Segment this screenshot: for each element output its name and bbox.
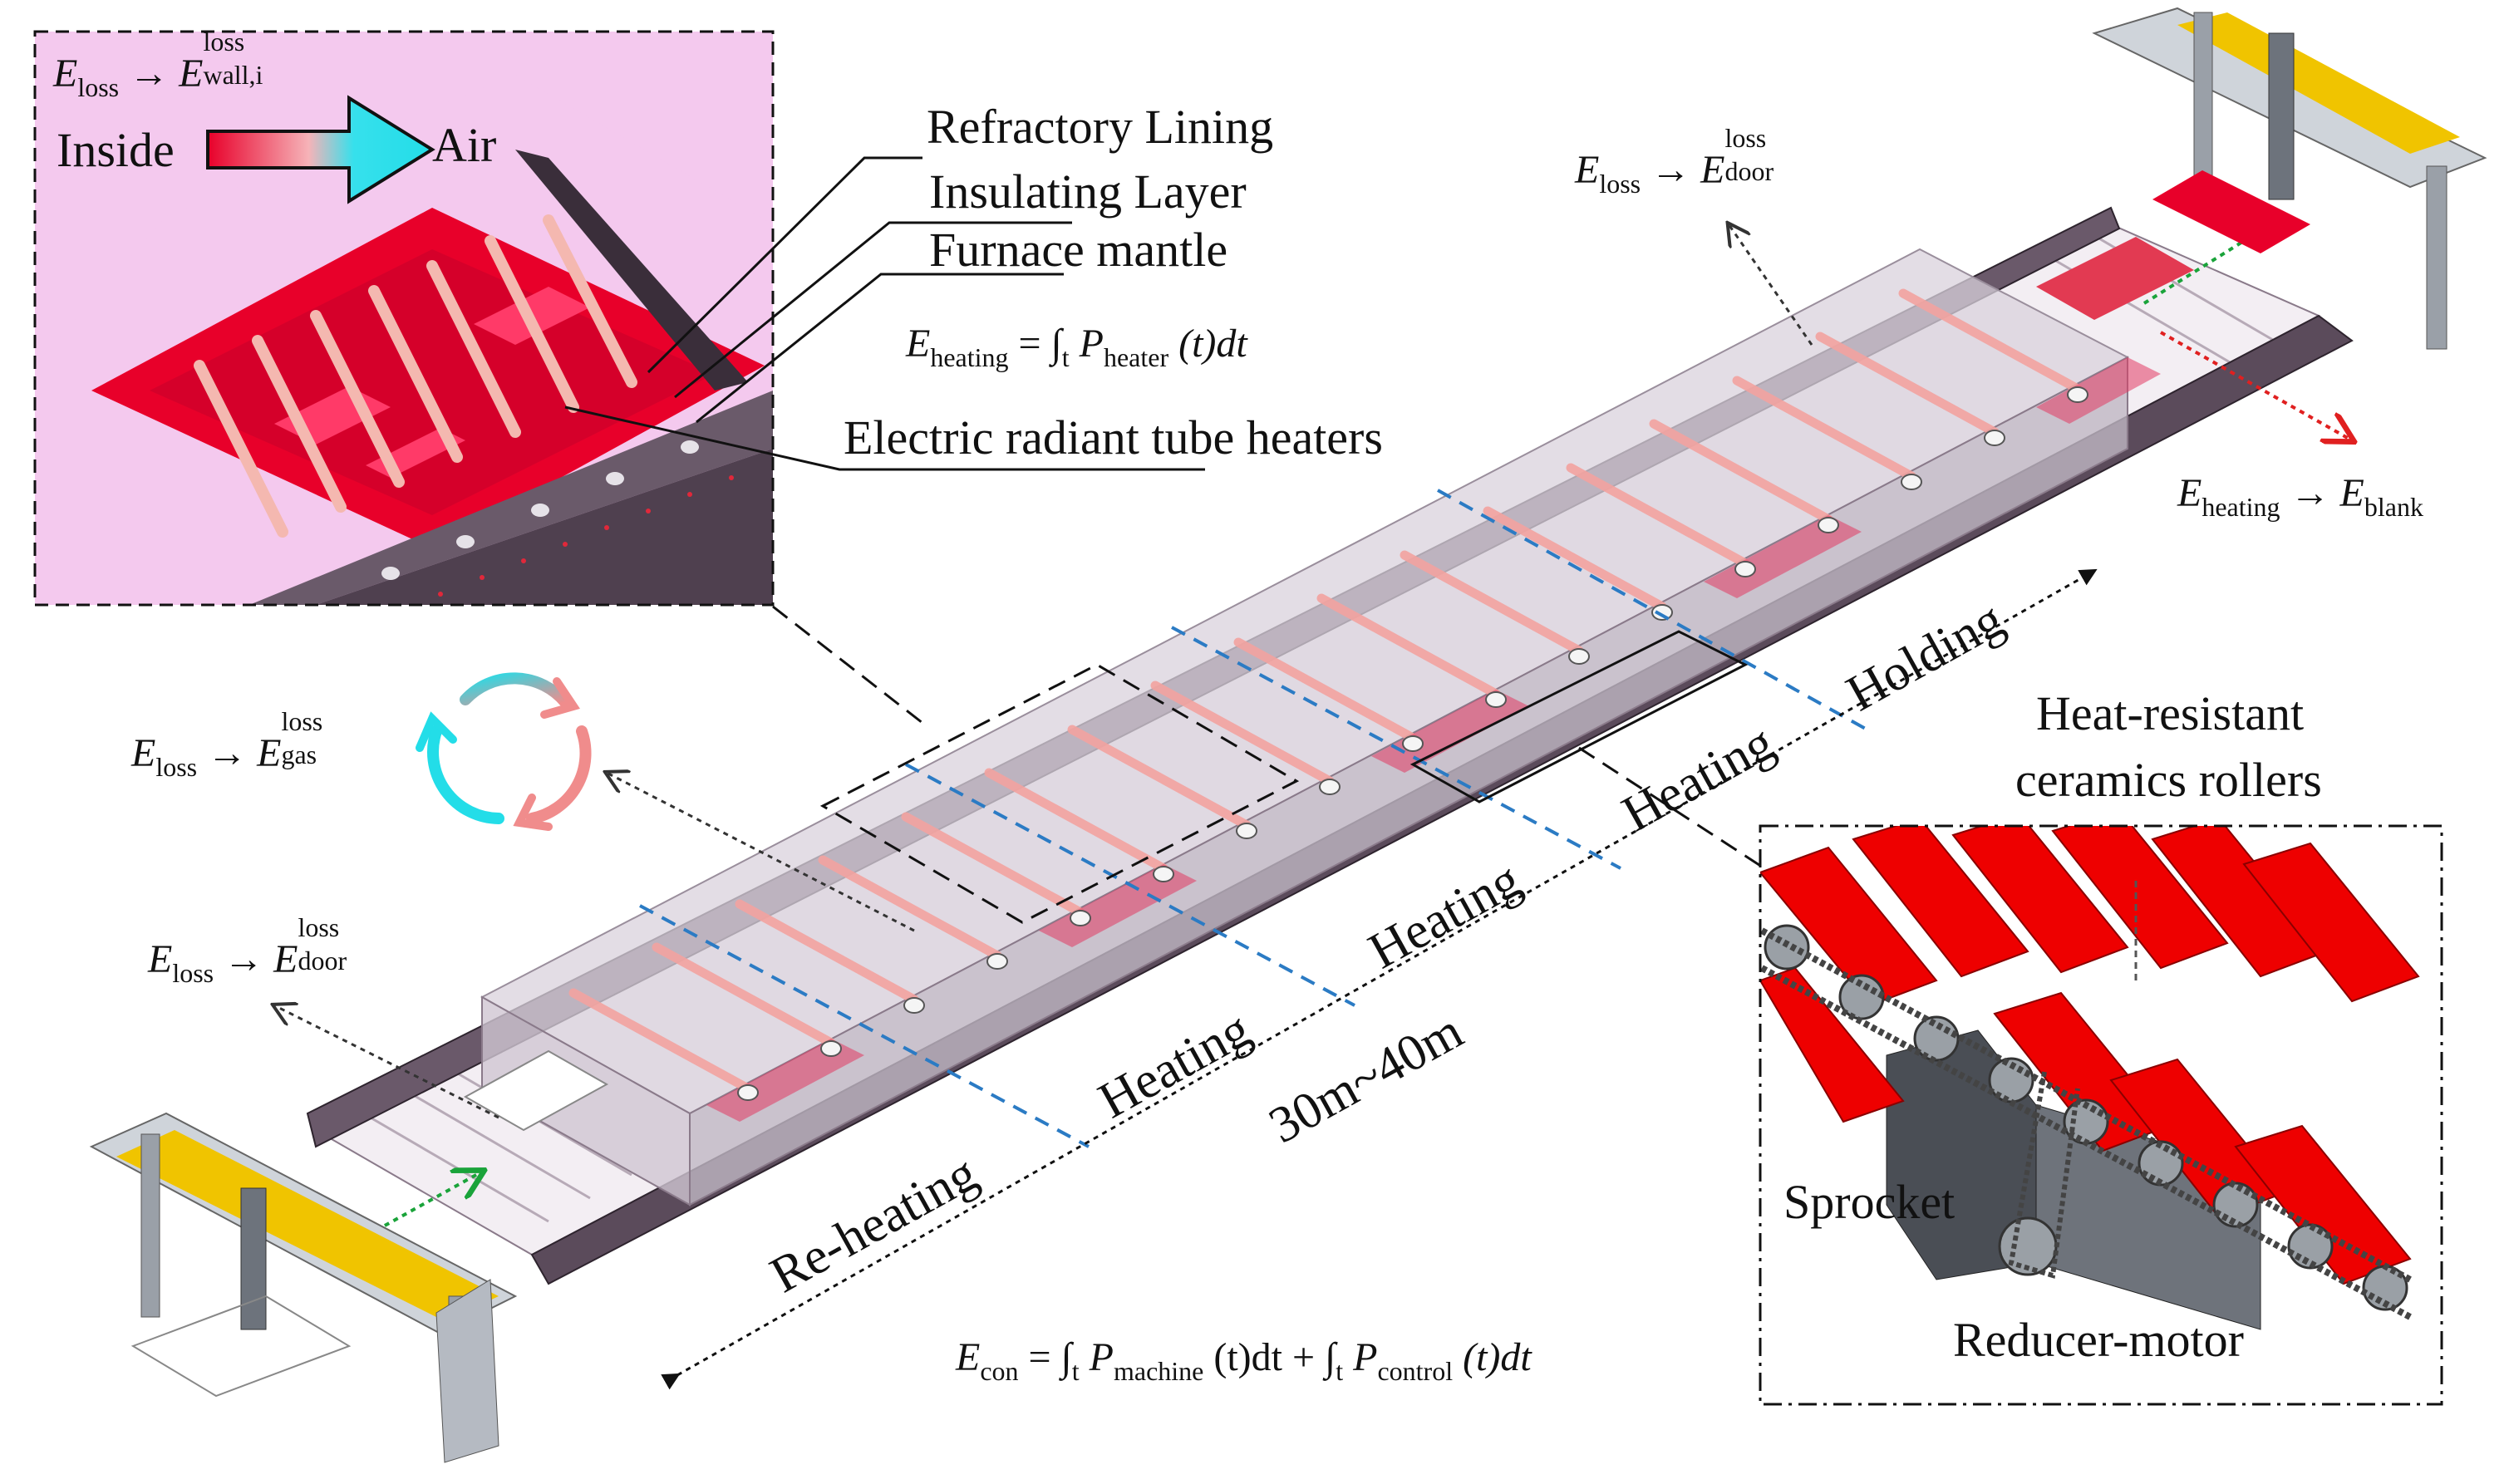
leader-lines <box>564 156 1205 471</box>
heating-energy-equation: Eheating = ∫t Pheater (t)dt <box>906 322 1247 372</box>
exit-blank <box>2036 237 2194 320</box>
refractory-lining-label: Refractory Lining <box>927 100 1274 154</box>
entry-blank <box>463 1049 609 1132</box>
furnace-mantle-label: Furnace mantle <box>929 223 1228 277</box>
heat-resistant-label-line1: Heat-resistant <box>2036 686 2305 740</box>
inside-label: Inside <box>57 123 175 177</box>
entry-robot <box>89 1112 518 1463</box>
cross-section-inset <box>33 30 775 607</box>
loss-arrows <box>274 224 1813 1119</box>
rollers-inset <box>1759 824 2443 1406</box>
exit-red-arrow <box>2160 331 2352 440</box>
control-energy-equation: Econ = ∫t Pmachine (t)dt + ∫t Pcontrol (… <box>956 1335 1532 1386</box>
insulating-layer-label: Insulating Layer <box>929 165 1247 219</box>
electric-heaters-label: Electric radiant tube heaters <box>844 410 1383 464</box>
heat-flow-arrow-icon <box>206 95 435 204</box>
inset-connector <box>772 605 923 725</box>
sprocket-label: Sprocket <box>1783 1175 1956 1229</box>
gas-cycle-icon <box>416 672 592 831</box>
exit-robot <box>2092 7 2487 350</box>
heat-resistant-label-line2: ceramics rollers <box>2015 753 2322 807</box>
reducer-motor-label: Reducer-motor <box>1953 1313 2244 1367</box>
air-label: Air <box>432 118 497 172</box>
length-arrow <box>661 568 2098 1390</box>
blank-energy-equation: Eheating → Eblank <box>2177 471 2423 522</box>
entry-green-arrow <box>332 1172 482 1256</box>
zoom-box-holding <box>1409 630 1749 803</box>
zoom-box-heating <box>819 663 1300 924</box>
roller-connector <box>1578 746 1912 966</box>
